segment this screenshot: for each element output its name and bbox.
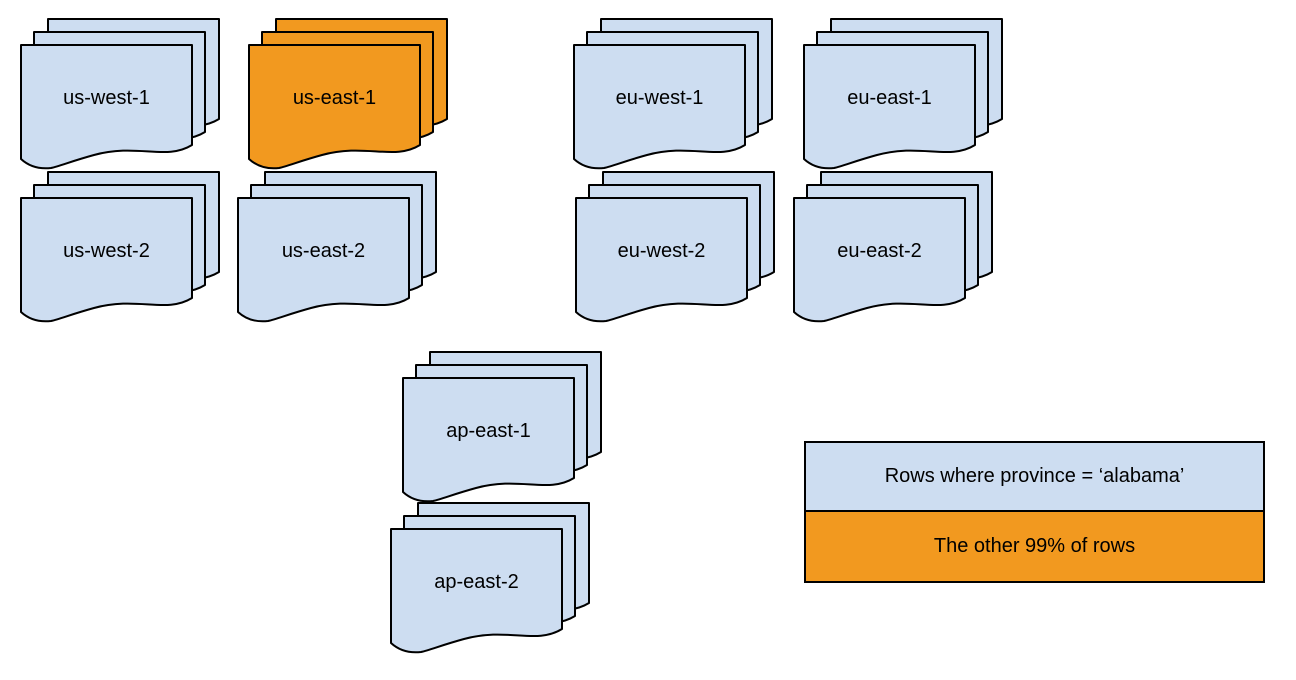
document-page-icon: [803, 44, 976, 170]
legend-item-alabama-rows: Rows where province = ‘alabama’: [806, 443, 1263, 512]
region-stack-eu-west-1: eu-west-1: [573, 18, 773, 172]
document-page-icon: [575, 197, 748, 323]
legend-item-label: Rows where province = ‘alabama’: [884, 465, 1185, 487]
region-stack-us-east-1: us-east-1: [248, 18, 448, 172]
document-page-icon: [20, 197, 193, 323]
region-stack-eu-east-2: eu-east-2: [793, 171, 993, 325]
document-page-icon: [237, 197, 410, 323]
legend: Rows where province = ‘alabama’ The othe…: [804, 441, 1265, 583]
region-stack-us-east-2: us-east-2: [237, 171, 437, 325]
region-stack-ap-east-2: ap-east-2: [390, 502, 590, 656]
document-page-icon: [20, 44, 193, 170]
legend-item-other-rows: The other 99% of rows: [806, 512, 1263, 581]
region-stack-us-west-1: us-west-1: [20, 18, 220, 172]
document-page-icon: [402, 377, 575, 503]
document-page-icon: [248, 44, 421, 170]
region-stack-ap-east-1: ap-east-1: [402, 351, 602, 505]
document-page-icon: [793, 197, 966, 323]
region-stack-us-west-2: us-west-2: [20, 171, 220, 325]
region-stack-eu-west-2: eu-west-2: [575, 171, 775, 325]
document-page-icon: [573, 44, 746, 170]
region-stack-eu-east-1: eu-east-1: [803, 18, 1003, 172]
legend-item-label: The other 99% of rows: [933, 535, 1136, 557]
document-page-icon: [390, 528, 563, 654]
